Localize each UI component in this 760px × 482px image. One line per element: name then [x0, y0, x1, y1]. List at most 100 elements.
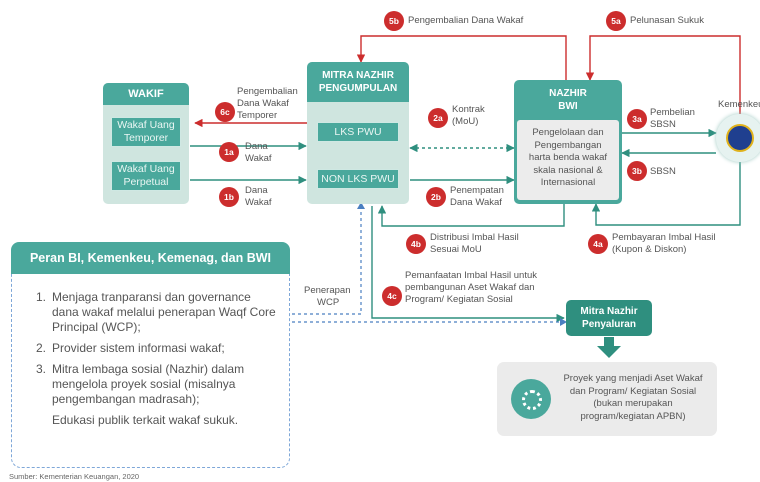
wakif-item-perpetual-label: Wakaf Uang Perpetual	[117, 163, 175, 188]
mitra-penyaluran-box: Mitra Nazhir Penyaluran	[566, 300, 652, 336]
nazhir-body-line: Internasional	[540, 177, 596, 188]
arrow-5b	[356, 35, 567, 80]
peran-item-line: Principal (WCP);	[52, 320, 141, 334]
non-lks-pwu: NON LKS PWU	[317, 169, 399, 189]
label-1b-1: Dana	[245, 185, 268, 196]
source-note: Sumber: Kementerian Keuangan, 2020	[9, 472, 140, 481]
gear-icon	[522, 390, 542, 410]
arrow-wcp-1	[292, 206, 362, 315]
nazhir-bwi-title-1: NAZHIR	[549, 88, 587, 99]
label-2a-2: (MoU)	[452, 116, 479, 127]
proyek-line: (bukan merupakan	[593, 398, 673, 409]
peran-item: 2. Provider sistem informasi wakaf;	[36, 341, 286, 356]
peran-title: Peran BI, Kemenkeu, Kemenag, dan BWI	[29, 251, 272, 265]
badge-1a: 1a	[219, 142, 239, 162]
wakif-header	[103, 83, 189, 105]
label-4a-2: (Kupon & Diskon)	[612, 244, 687, 255]
label-3a-1: Pembelian	[650, 107, 695, 118]
gear-people-icon	[511, 379, 551, 419]
badge-2a: 2a	[428, 108, 448, 128]
peran-item: 3. Mitra lembaga sosial (Nazhir) dalam m…	[36, 362, 286, 407]
lks-pwu-label: LKS PWU	[334, 125, 382, 138]
label-3b: SBSN	[650, 166, 676, 177]
label-3a-2: SBSN	[650, 119, 676, 130]
peran-item-line: Provider sistem informasi wakaf;	[52, 341, 225, 355]
non-lks-pwu-label: NON LKS PWU	[321, 172, 395, 185]
proyek-line: program/kegiatan APBN)	[580, 410, 686, 422]
kemenkeu-emblem-icon	[726, 124, 754, 152]
peran-list: 1. Menjaga tranparansi dan governance da…	[36, 290, 286, 434]
badge-5b: 5b	[384, 11, 404, 31]
label-5b: Pengembalian Dana Wakaf	[408, 15, 524, 26]
label-1a-2: Wakaf	[245, 153, 272, 164]
arrow-wcp-1-head	[357, 202, 365, 209]
arrow-wcp-2-head	[560, 318, 567, 326]
proyek-line: Proyek yang menjadi Aset Wakaf	[563, 373, 703, 384]
peran-item-line: Mitra lembaga sosial (Nazhir) dalam	[52, 362, 245, 376]
peran-item-line: dana wakaf melalui penerapan Waqf Core	[52, 305, 276, 319]
penerapan-wcp-1: Penerapan	[304, 285, 351, 296]
label-1b-2: Wakaf	[245, 197, 272, 208]
mitra-pengumpulan-title-1: MITRA NAZHIR	[322, 70, 394, 81]
peran-item-line: Edukasi publik terkait wakaf sukuk.	[52, 413, 239, 427]
badge-4c: 4c	[382, 286, 402, 306]
nazhir-body-line: skala nasional &	[533, 164, 603, 176]
arrow-4b	[377, 198, 565, 227]
nazhir-bwi-title-2: BWI	[558, 101, 578, 112]
mitra-penyaluran-title-2: Penyaluran	[582, 319, 636, 330]
label-2b-2: Dana Wakaf	[450, 197, 502, 208]
mitra-pengumpulan-header	[307, 62, 409, 102]
badge-4a: 4a	[588, 234, 608, 254]
label-1a-1: Dana	[245, 141, 268, 152]
nazhir-body-line: Pengelolaan dan	[532, 127, 604, 138]
label-4c-2: pembangunan Aset Wakaf dan	[405, 282, 535, 293]
down-arrow	[597, 337, 621, 358]
label-4c-1: Pemanfaatan Imbal Hasil untuk	[405, 270, 538, 281]
peran-item-number: 2.	[36, 341, 47, 355]
badge-3b: 3b	[627, 161, 647, 181]
proyek-line: dan Program/ Kegiatan Sosial	[569, 385, 697, 397]
label-6c-1: Pengembalian	[237, 86, 298, 97]
wakif-item-temporer-label: Wakaf Uang Temporer	[117, 119, 175, 144]
label-2b-1: Penempatan	[450, 185, 504, 196]
lks-pwu: LKS PWU	[317, 122, 399, 142]
label-4a-1: Pembayaran Imbal Hasil	[612, 232, 716, 243]
peran-header: Peran BI, Kemenkeu, Kemenag, dan BWI	[11, 242, 290, 274]
wakif-item-perpetual: Wakaf Uang Perpetual	[111, 161, 181, 191]
label-4b-1: Distribusi Imbal Hasil	[430, 232, 519, 243]
badge-1b: 1b	[219, 187, 239, 207]
proyek-box: Proyek yang menjadi Aset Wakaf dan Progr…	[497, 362, 717, 436]
peran-item-line: pengembangan madrasah);	[52, 392, 200, 406]
peran-item-line: Menjaga tranparansi dan governance	[52, 290, 251, 304]
mitra-penyaluran-title-1: Mitra Nazhir	[580, 306, 638, 317]
nazhir-bwi-box: NAZHIR BWI Pengelolaan dan Pengembangan …	[514, 80, 622, 204]
label-5a: Pelunasan Sukuk	[630, 15, 704, 26]
label-4b-2: Sesuai MoU	[430, 244, 482, 255]
arrow-4a	[591, 162, 741, 226]
badge-3a: 3a	[627, 109, 647, 129]
arrow-4c	[371, 206, 565, 323]
wakif-item-temporer: Wakaf Uang Temporer	[111, 117, 181, 147]
mitra-pengumpulan-title-2: PENGUMPULAN	[318, 83, 398, 94]
nazhir-body-line: Pengembangan	[534, 139, 602, 151]
penerapan-wcp-2: WCP	[317, 297, 340, 308]
label-6c-2: Dana Wakaf	[237, 98, 289, 109]
badge-4b: 4b	[406, 234, 426, 254]
arrow-5a	[585, 35, 741, 115]
label-4c-3: Program/ Kegiatan Sosial	[405, 294, 513, 305]
kemenkeu-label: Kemenkeu	[718, 99, 760, 110]
label-6c-3: Temporer	[237, 110, 278, 121]
badge-2b: 2b	[426, 187, 446, 207]
peran-item-line: mengelola proyek sosial (misalnya	[52, 377, 236, 391]
proyek-text: Proyek yang menjadi Aset Wakaf dan Progr…	[555, 373, 711, 423]
badge-5a: 5a	[606, 11, 626, 31]
nazhir-body-line: harta benda wakaf	[528, 152, 608, 163]
peran-item: 1. Menjaga tranparansi dan governance da…	[36, 290, 286, 335]
nazhir-bwi-body: Pengelolaan dan Pengembangan harta benda…	[517, 120, 619, 200]
kemenkeu-logo	[716, 114, 760, 162]
peran-item-number: 3.	[36, 362, 47, 376]
label-2a-1: Kontrak	[452, 104, 485, 115]
wakif-title: WAKIF	[128, 88, 164, 100]
peran-item: Edukasi publik terkait wakaf sukuk.	[36, 413, 286, 428]
mitra-pengumpulan-box: MITRA NAZHIR PENGUMPULAN LKS PWU NON LKS…	[307, 62, 409, 204]
